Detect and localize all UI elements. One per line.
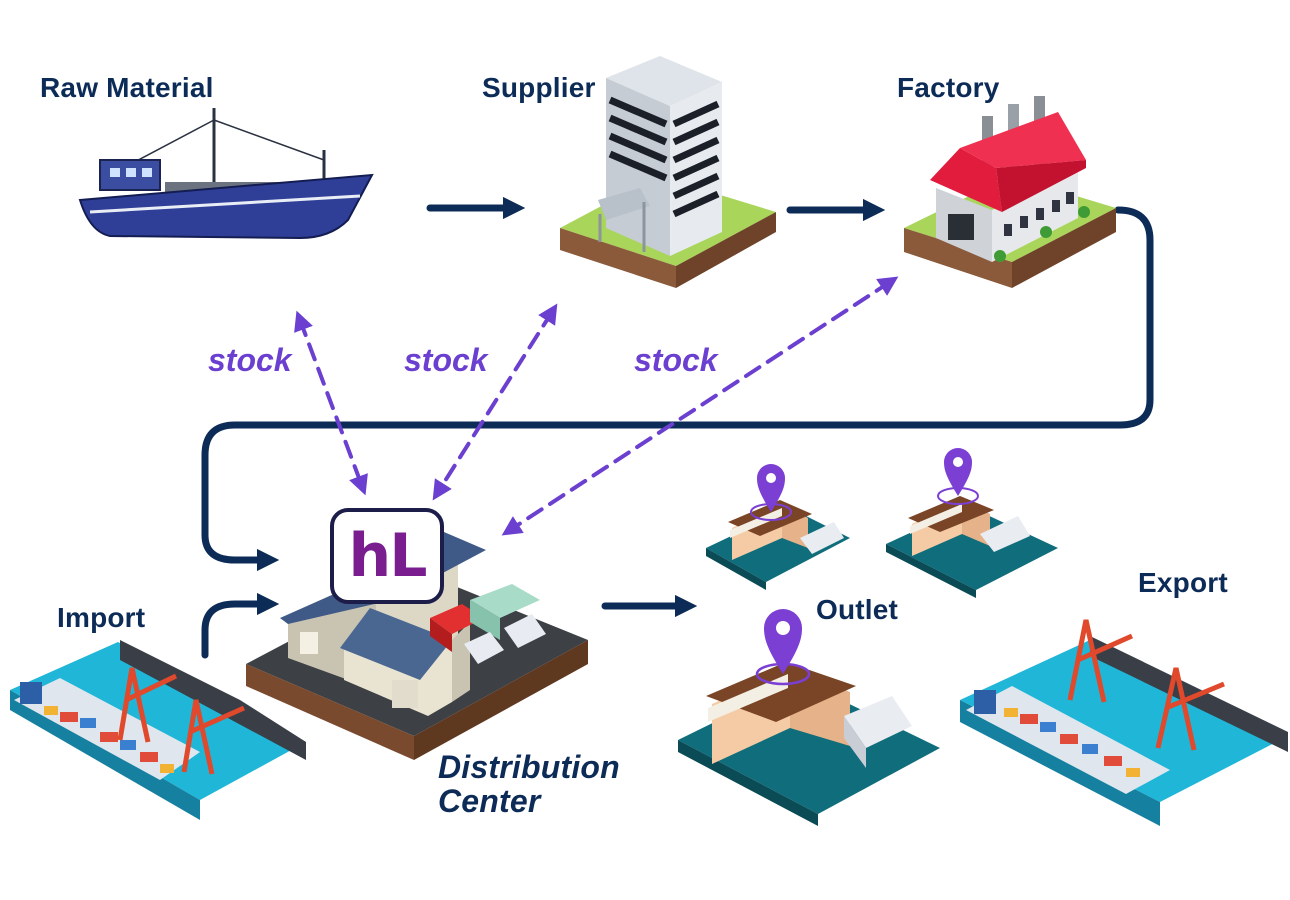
distribution-center-label: Distribution Center	[438, 750, 620, 818]
factory-label: Factory	[897, 72, 1000, 103]
outlet-label: Outlet	[816, 594, 899, 625]
stock-label-raw: stock	[208, 342, 292, 378]
supplier-building-icon	[560, 56, 776, 288]
outlet-store-icon-2	[886, 496, 1058, 598]
stock-label-factory: stock	[634, 342, 718, 378]
location-pin-icon-2	[937, 448, 979, 505]
distribution-center-line1: Distribution	[438, 749, 620, 785]
stock-arrow-raw	[294, 310, 368, 496]
supplier-label: Supplier	[482, 72, 596, 103]
outlet-store-icon-3	[678, 662, 940, 826]
factory-to-dc-arrow	[201, 206, 1154, 572]
export-label: Export	[1138, 567, 1228, 598]
location-pin-icon-1	[750, 464, 792, 521]
stock-arrows	[294, 276, 899, 536]
hl-logo-text: hL	[348, 521, 428, 591]
fishing-boat-icon	[78, 108, 374, 240]
hl-logo: hL	[330, 508, 444, 604]
factory-icon	[904, 96, 1116, 288]
cargo-port-icon-export	[960, 619, 1288, 826]
flow-arrows	[201, 196, 1154, 659]
raw-material-label: Raw Material	[40, 72, 214, 103]
import-to-dc-arrow	[201, 592, 280, 659]
stock-arrow-supplier	[432, 303, 558, 501]
cargo-port-icon-import	[10, 640, 306, 820]
stock-label-supplier: stock	[404, 342, 488, 378]
outlet-store-icon-1	[706, 500, 850, 590]
location-pin-icon-3	[755, 609, 811, 686]
distribution-center-line2: Center	[438, 783, 541, 819]
stock-arrow-factory	[501, 276, 899, 536]
import-label: Import	[57, 602, 146, 633]
